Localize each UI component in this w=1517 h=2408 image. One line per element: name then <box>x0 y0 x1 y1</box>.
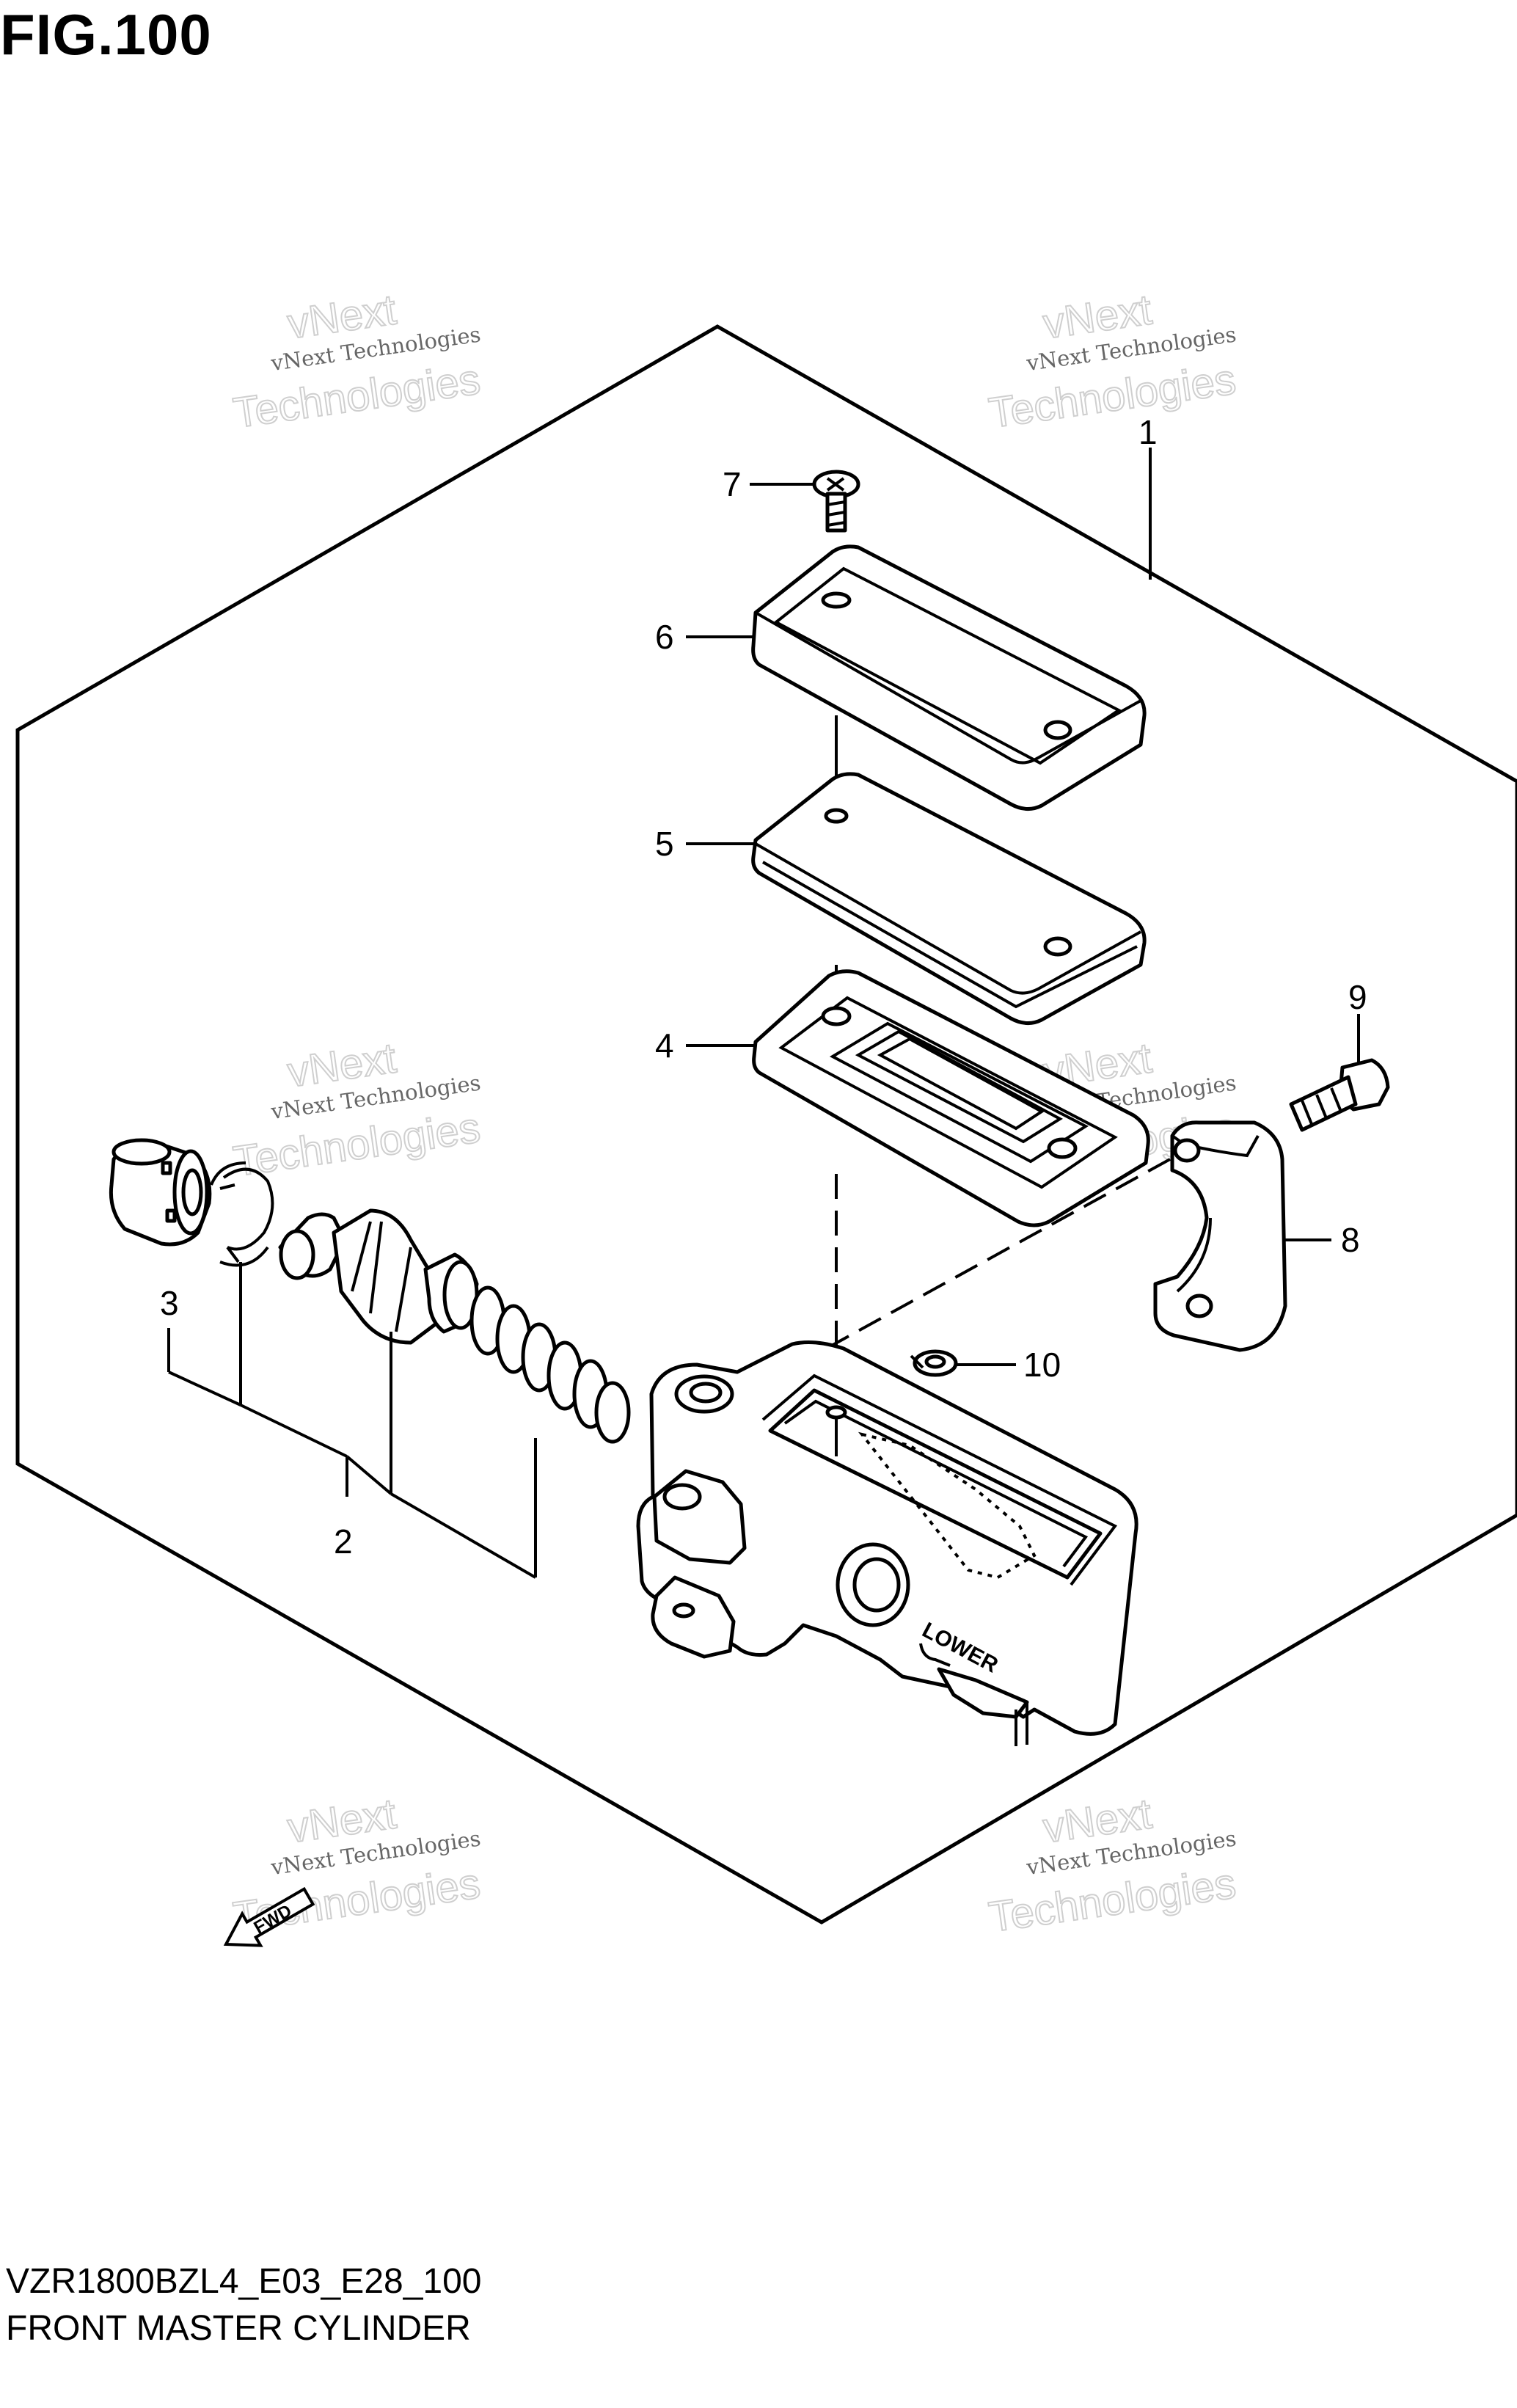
callout-3: 3 <box>160 1284 179 1322</box>
callout-4: 4 <box>655 1026 674 1065</box>
assembly-boundary <box>15 324 1517 1924</box>
diaphragm-part-4 <box>752 969 1150 1227</box>
svg-text:Technologies: Technologies <box>230 355 483 437</box>
watermark-bottom-right: vNext Technologies vNext Technologies <box>985 1789 1239 1941</box>
watermark-top-right: vNext Technologies vNext Technologies <box>985 285 1239 437</box>
figure-code: VZR1800BZL4_E03_E28_100 <box>6 2262 482 2301</box>
callout-7: 7 <box>723 465 742 503</box>
screw-part-7 <box>812 470 860 533</box>
piston-assembly <box>278 1208 631 1444</box>
callout-5: 5 <box>655 825 674 863</box>
svg-text:Technologies: Technologies <box>986 1859 1238 1941</box>
callout-1: 1 <box>1138 413 1158 451</box>
svg-text:Technologies: Technologies <box>230 1103 483 1185</box>
callout-8: 8 <box>1341 1221 1360 1259</box>
callout-6: 6 <box>655 618 674 656</box>
callout-10: 10 <box>1023 1346 1061 1384</box>
master-cylinder-body: LOWER <box>636 1340 1138 1746</box>
clamp-part-8 <box>1153 1120 1287 1352</box>
callout-9: 9 <box>1348 978 1367 1016</box>
callout-2-bracket <box>167 1262 537 1579</box>
bolt-part-9 <box>1289 1058 1390 1132</box>
plate-part-5 <box>751 772 1147 1025</box>
watermark-top-left: vNext Technologies vNext Technologies <box>230 285 483 437</box>
reservoir-cap-part-6 <box>751 544 1147 811</box>
circlip-part-2 <box>210 1161 274 1267</box>
figure-name: FRONT MASTER CYLINDER <box>6 2309 471 2348</box>
svg-text:Technologies: Technologies <box>986 355 1238 437</box>
dust-boot-part-3 <box>109 1138 212 1247</box>
watermark-mid-left: vNext Technologies vNext Technologies <box>230 1033 483 1186</box>
callout-2: 2 <box>334 1522 353 1561</box>
nut-part-10 <box>910 1349 958 1377</box>
bolt-axis-line <box>770 1158 1171 1381</box>
figure-title: FIG.100 <box>0 2 212 67</box>
